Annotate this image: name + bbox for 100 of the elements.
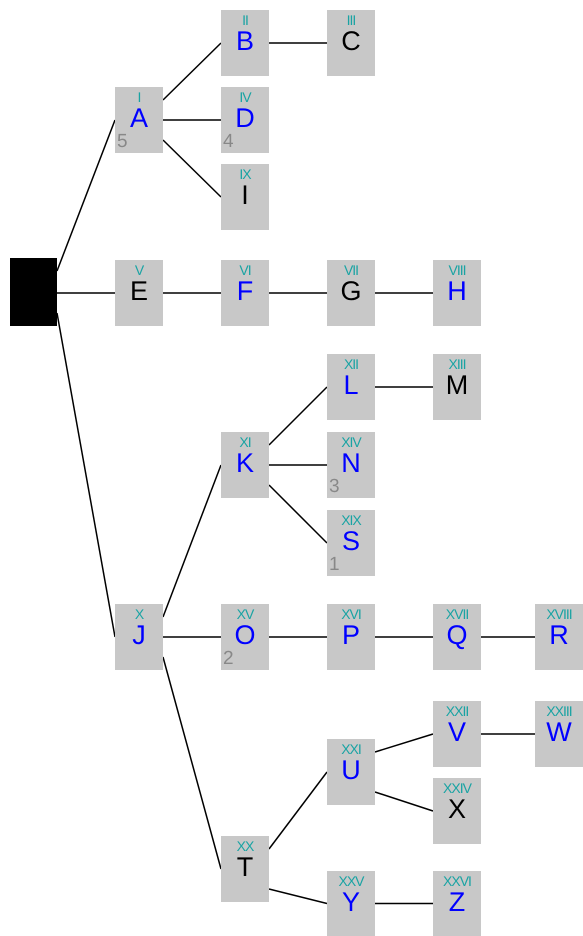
node-letter: T bbox=[236, 852, 254, 882]
connector-line bbox=[269, 42, 327, 44]
node-box bbox=[221, 604, 269, 670]
connector-line bbox=[481, 733, 535, 735]
connector-line bbox=[375, 292, 433, 294]
node-box bbox=[221, 260, 269, 326]
connector-line bbox=[163, 636, 221, 638]
node-box bbox=[221, 87, 269, 153]
connector-line bbox=[268, 772, 328, 850]
connector-line bbox=[163, 119, 221, 121]
node-box bbox=[433, 871, 481, 936]
node-letter: B bbox=[234, 26, 255, 56]
connector-line bbox=[374, 733, 434, 753]
roman-numeral: XXIII bbox=[545, 704, 573, 718]
node-box bbox=[221, 10, 269, 76]
node-box bbox=[221, 164, 269, 230]
node-box bbox=[433, 778, 481, 844]
roman-numeral: XII bbox=[342, 357, 360, 371]
node-letter: A bbox=[128, 103, 149, 133]
node-box bbox=[115, 604, 163, 670]
connector-line bbox=[269, 292, 327, 294]
roman-numeral: VI bbox=[238, 263, 252, 277]
connector-line bbox=[57, 292, 115, 294]
connector-line bbox=[269, 636, 327, 638]
node-letter: V bbox=[446, 717, 467, 747]
roman-numeral: XVI bbox=[340, 607, 362, 621]
count-label: 4 bbox=[223, 132, 234, 152]
node-letter: G bbox=[339, 276, 362, 306]
roman-numeral: XVIII bbox=[545, 607, 573, 621]
node-letter: M bbox=[444, 370, 470, 400]
node-letter: X bbox=[446, 794, 467, 824]
roman-numeral: XXI bbox=[340, 742, 362, 756]
count-label: 2 bbox=[223, 649, 234, 669]
connector-line bbox=[162, 656, 222, 870]
roman-numeral: XXII bbox=[444, 704, 470, 718]
node-box bbox=[535, 701, 583, 767]
node-letter: R bbox=[548, 620, 570, 650]
connector-line bbox=[269, 464, 327, 466]
node-box bbox=[433, 260, 481, 326]
node-box bbox=[115, 87, 163, 153]
count-label: 5 bbox=[117, 132, 128, 152]
roman-numeral: III bbox=[346, 13, 356, 27]
node-letter: E bbox=[128, 276, 149, 306]
node-letter: L bbox=[342, 370, 360, 400]
roman-numeral: VII bbox=[342, 263, 360, 277]
node-letter: H bbox=[446, 276, 468, 306]
roman-numeral: XXV bbox=[337, 874, 366, 888]
node-letter: U bbox=[340, 755, 362, 785]
root-box bbox=[10, 258, 57, 326]
roman-numeral: XXVI bbox=[442, 874, 472, 888]
roman-numeral: XVII bbox=[444, 607, 470, 621]
node-letter: Y bbox=[340, 887, 361, 917]
connector-line bbox=[162, 139, 222, 198]
roman-numeral: II bbox=[241, 13, 249, 27]
node-box bbox=[433, 354, 481, 420]
connector-line bbox=[268, 888, 328, 904]
roman-numeral: XV bbox=[236, 607, 255, 621]
node-box bbox=[327, 354, 375, 420]
node-letter: K bbox=[234, 448, 255, 478]
roman-numeral: V bbox=[134, 263, 145, 277]
connector-line bbox=[374, 791, 434, 812]
node-box bbox=[433, 604, 481, 670]
roman-numeral: XIII bbox=[447, 357, 466, 371]
node-letter: P bbox=[340, 620, 361, 650]
connector-line bbox=[162, 464, 222, 618]
node-letter: Z bbox=[448, 887, 466, 917]
connector-line bbox=[163, 292, 221, 294]
node-letter: Q bbox=[445, 620, 468, 650]
node-box bbox=[327, 260, 375, 326]
node-box bbox=[535, 604, 583, 670]
roman-numeral: IX bbox=[238, 167, 252, 181]
count-label: 3 bbox=[329, 477, 340, 497]
roman-numeral: XIV bbox=[340, 435, 362, 449]
count-label: 1 bbox=[329, 555, 340, 575]
roman-numeral: I bbox=[136, 90, 142, 104]
connector-line bbox=[268, 484, 328, 544]
node-letter: W bbox=[545, 717, 573, 747]
connector-line bbox=[375, 386, 433, 388]
node-box bbox=[327, 739, 375, 805]
node-letter: N bbox=[340, 448, 362, 478]
roman-numeral: XXIV bbox=[442, 781, 472, 795]
connector-line bbox=[481, 636, 535, 638]
roman-numeral: VIII bbox=[447, 263, 466, 277]
roman-numeral: XX bbox=[236, 839, 255, 853]
connector-line bbox=[375, 902, 433, 904]
node-box bbox=[327, 10, 375, 76]
node-box bbox=[327, 510, 375, 576]
connector-line bbox=[56, 120, 116, 272]
node-letter: D bbox=[234, 103, 256, 133]
node-letter: C bbox=[340, 26, 362, 56]
roman-numeral: XIX bbox=[340, 513, 362, 527]
node-letter: I bbox=[240, 180, 250, 210]
roman-numeral: XI bbox=[238, 435, 252, 449]
node-box bbox=[221, 836, 269, 902]
node-letter: S bbox=[340, 526, 361, 556]
roman-numeral: IV bbox=[238, 90, 252, 104]
node-box bbox=[327, 871, 375, 936]
node-box bbox=[433, 701, 481, 767]
roman-numeral: X bbox=[134, 607, 145, 621]
node-box bbox=[221, 432, 269, 498]
